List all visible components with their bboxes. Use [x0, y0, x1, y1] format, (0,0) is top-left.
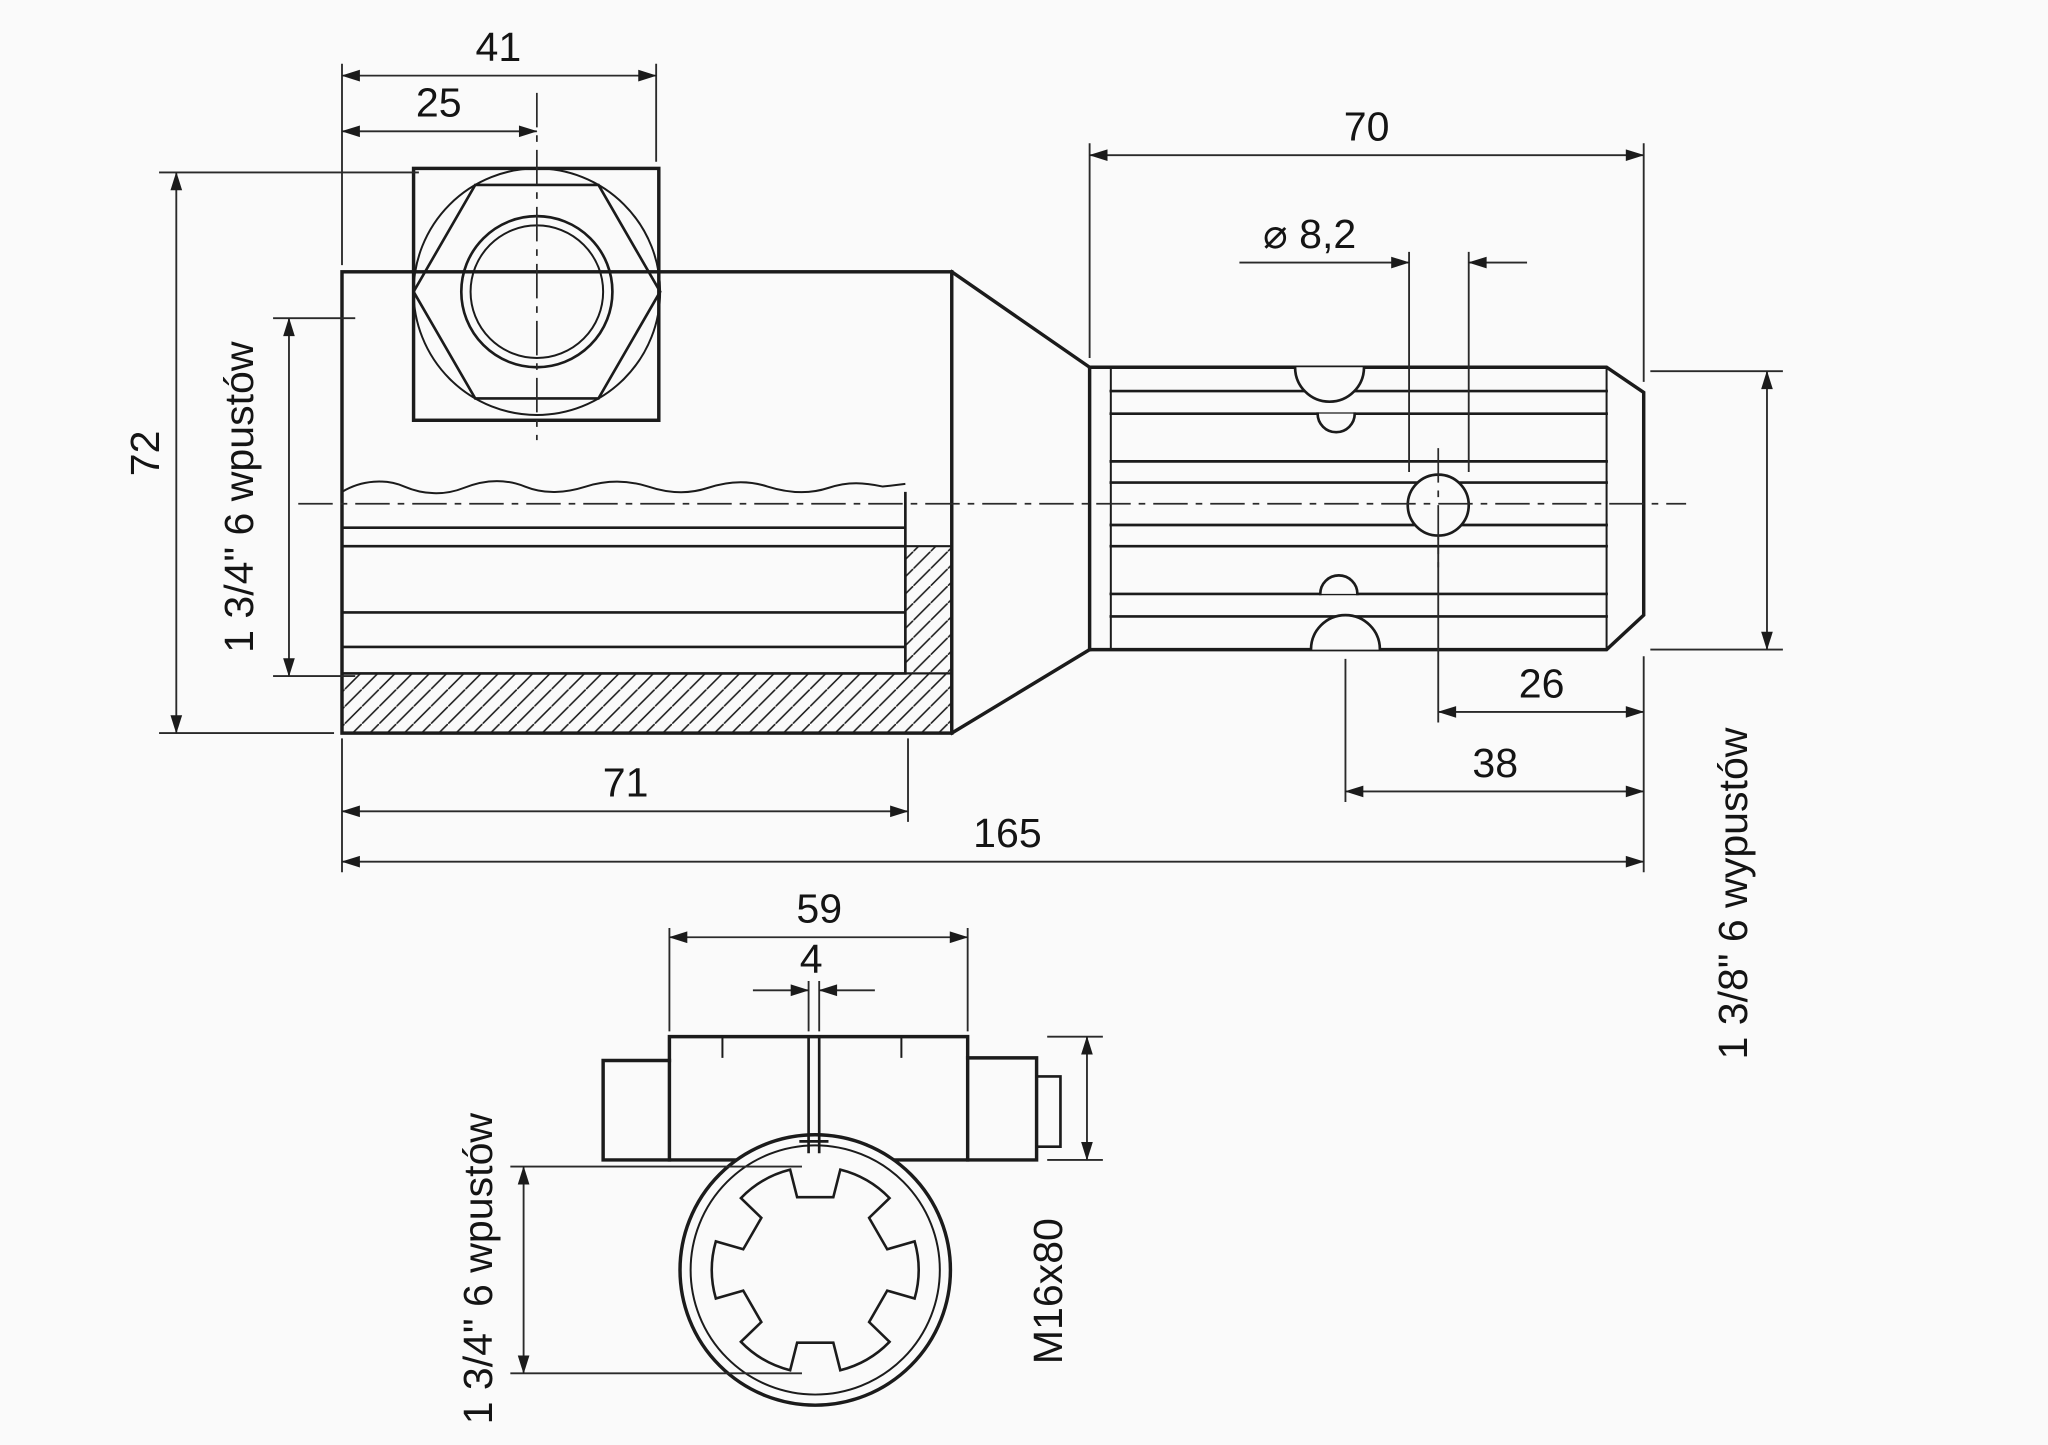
dim-spline-length: 70 [1088, 104, 1645, 161]
dim-socket-spline-front: 1 3/4" 6 wpustów [455, 1113, 530, 1425]
front-view-dimensions: 59 4 1 3/4" 6 wpustów M16x80 [455, 886, 1103, 1425]
side-view: 41 25 70 ⌀ 8,2 72 1 3/4" 6 wpustów [122, 24, 1783, 1059]
groove-notch-lower [1318, 574, 1359, 596]
dim-slot-width: 4 [752, 936, 875, 997]
extension-lines [159, 63, 1645, 873]
socket-chamfer-circle [689, 1144, 941, 1396]
dim-hole-to-end: 26 [1437, 660, 1645, 718]
dim-body-height: 72 [122, 171, 183, 734]
dim-groove-to-end-label: 38 [1472, 740, 1518, 786]
clamp-left-lug [601, 1058, 672, 1162]
dim-socket-length: 71 [341, 760, 909, 818]
dim-socket-spline: 1 3/4" 6 wpustów [216, 317, 295, 677]
bolt-spec-label: M16x80 [1025, 1218, 1071, 1364]
clamp-right-lug [965, 1056, 1039, 1162]
dim-shaft-spline: 1 3/8" 6 wypustów [1650, 370, 1783, 1059]
adapter-body [340, 269, 1093, 736]
groove-notch-upper [1316, 412, 1357, 434]
dim-clamp-width-front: 59 [668, 886, 969, 944]
side-view-dimensions: 41 25 70 ⌀ 8,2 72 1 3/4" 6 wpustów [122, 24, 1783, 1059]
shaft-outline [1087, 365, 1646, 652]
transition-cone [949, 269, 1093, 736]
groove-notch-bottom [1309, 613, 1382, 651]
dim-body-height-label: 72 [122, 431, 168, 477]
dim-clamp-width-front-label: 59 [796, 886, 842, 932]
extension-lines [510, 927, 1103, 1375]
socket-spline-bore [710, 1168, 920, 1372]
clamp-slot [799, 1035, 829, 1154]
clamp-ticks [721, 1036, 903, 1058]
center-lines [298, 92, 1687, 568]
extension-lines [1650, 370, 1783, 651]
dim-bolt-spec: M16x80 [1025, 1035, 1093, 1364]
dim-hole-diameter: ⌀ 8,2 [1239, 211, 1528, 269]
dim-hole-diameter-label: ⌀ 8,2 [1263, 211, 1356, 257]
front-view: 59 4 1 3/4" 6 wpustów M16x80 [455, 886, 1103, 1425]
dim-clamp-width-label: 41 [476, 24, 522, 70]
shaft-spline-label: 1 3/8" 6 wypustów [1710, 727, 1756, 1059]
body-outline [340, 270, 954, 735]
dim-clamp-width: 41 [341, 24, 657, 82]
splined-shaft [1087, 365, 1646, 652]
break-line [341, 480, 906, 495]
socket-end-face [678, 1035, 953, 1407]
shaft-chamfer-lines [1109, 367, 1608, 650]
dim-spline-length-label: 70 [1344, 104, 1390, 150]
dim-groove-to-end: 38 [1344, 740, 1645, 798]
hatch-bottom-wall [340, 672, 953, 735]
socket-spline-label: 1 3/4" 6 wpustów [216, 341, 262, 653]
dim-bolt-offset: 25 [341, 80, 538, 138]
dim-slot-width-label: 4 [800, 936, 823, 982]
dim-bolt-offset-label: 25 [416, 80, 462, 126]
bolt-end-nub [1035, 1075, 1062, 1149]
dim-socket-length-label: 71 [603, 760, 649, 806]
dim-overall-length-label: 165 [973, 810, 1042, 856]
socket-spline-front-label: 1 3/4" 6 wpustów [455, 1113, 501, 1425]
groove-notch-top [1293, 365, 1366, 403]
socket-bore-lines [340, 491, 907, 675]
dim-overall-length: 165 [341, 810, 1645, 868]
hatch-end-wall [904, 545, 953, 675]
dim-hole-to-end-label: 26 [1519, 660, 1565, 706]
socket-outer-circle [678, 1133, 953, 1407]
